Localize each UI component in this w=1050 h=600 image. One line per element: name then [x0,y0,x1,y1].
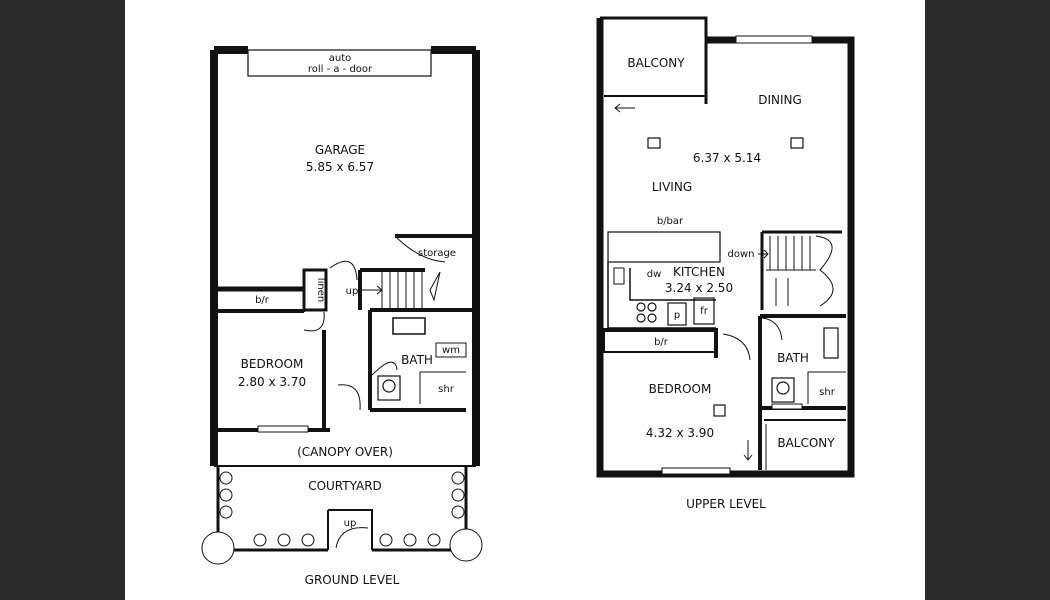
garage-dims: 5.85 x 6.57 [306,160,374,174]
upper-bedroom-door-arc [722,333,751,361]
upper-shower [807,371,846,404]
paper-sheet [125,0,925,600]
upper-bath-door-arc [761,317,783,341]
upper-bedroom-wall-top [600,328,718,358]
stair-wall [358,268,425,310]
ground-bedroom-dims: 2.80 x 3.70 [238,375,306,389]
kitchen-dims: 3.24 x 2.50 [665,281,733,295]
bedroom-window [257,425,309,433]
door-label-auto: auto [329,53,352,64]
stairs-down-label: down [728,249,755,260]
garage-label: GARAGE [315,143,365,157]
breakfast-bar-label: b/bar [657,216,684,227]
upper-level-title: UPPER LEVEL [686,497,766,511]
upper-bedroom-dims: 4.32 x 3.90 [646,426,714,440]
fridge-label: fr [700,306,709,317]
sliding-door-arrow [614,103,635,113]
ground-shower [419,371,466,404]
storage-label: storage [418,248,456,259]
ground-robe-label: b/r [255,295,270,306]
ground-toilet [377,375,401,401]
dw-label: dw [647,269,662,280]
upper-level-plan [596,16,855,478]
stairs-up [362,271,441,308]
living-dims: 6.37 x 5.14 [693,151,761,165]
linen-label: linen [315,278,326,302]
ceiling-vent-left [647,137,661,149]
upper-toilet [771,377,795,403]
courtyard-up-label: up [344,518,357,529]
fridge [693,297,715,325]
entry-door-arc [337,384,361,411]
ground-bedroom-label: BEDROOM [241,357,304,371]
courtyard-planting [201,471,483,565]
bedroom-slide-arrow [743,440,753,461]
bath-door-arc [371,361,398,376]
upper-vanity [823,327,839,359]
hall-door-arc [329,260,358,281]
ground-outer-wall [210,46,480,466]
pantry [667,302,687,326]
ground-level-plan [210,46,480,552]
upper-robe-label: b/r [654,337,669,348]
courtyard-gate [327,509,373,550]
upper-bath-label: BATH [777,351,809,365]
gate-arc [335,527,369,549]
bedroom-door-arc [303,311,325,332]
bedroom-vent [713,404,726,417]
top-balcony-wall [600,16,708,104]
upper-bath-window [771,403,803,410]
upper-bedroom-label: BEDROOM [649,382,712,396]
washing-machine [435,342,467,358]
top-balcony-label: BALCONY [627,56,685,70]
wm-label: wm [442,345,460,356]
ground-level-title: GROUND LEVEL [305,573,400,587]
canopy-label: (CANOPY OVER) [297,445,393,459]
breakfast-bar [607,231,721,263]
kitchen-label: KITCHEN [673,265,725,279]
dishwasher [613,267,625,285]
ground-shr-label: shr [438,384,455,395]
upper-stair-wall [760,230,842,310]
courtyard-label: COURTYARD [308,479,382,493]
lower-balcony-label: BALCONY [777,436,835,450]
ground-bath-label: BATH [401,353,433,367]
door-label-roll: roll - a - door [308,64,373,75]
cooktop [636,302,657,323]
roll-a-door [247,49,432,77]
storage-door-arc [396,237,446,263]
upper-shr-label: shr [819,387,836,398]
dining-label: DINING [758,93,802,107]
ceiling-vent-right [790,137,804,149]
ground-bath-wall [368,308,476,412]
living-label: LIVING [652,180,692,194]
dining-window [735,35,813,44]
ground-toilet-bowl [382,379,396,393]
pantry-label: p [674,310,680,321]
upper-toilet-bowl [776,381,790,395]
ground-vanity [392,317,426,335]
stairs-down [758,235,834,307]
upper-bedroom-window [661,467,731,475]
stairs-up-label: up [346,286,359,297]
